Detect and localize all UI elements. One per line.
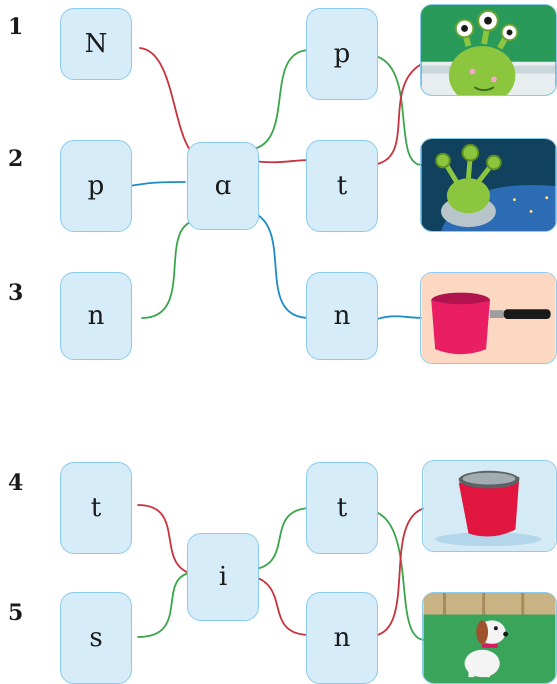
letter-tile-n-right[interactable]: n [306, 272, 378, 360]
line-p-to-picture2 [369, 54, 423, 166]
line-n-to-a [141, 219, 206, 319]
line-n-to-picture4 [369, 507, 426, 637]
row-number-5: 5 [8, 600, 24, 626]
line-t-to-picture1 [367, 64, 421, 166]
line-s-to-i [137, 571, 201, 638]
letter-tile-p-left[interactable]: p [60, 140, 132, 232]
line-i-to-t [244, 507, 311, 571]
letter-tile-n-left[interactable]: n [60, 272, 132, 360]
row-number-3: 3 [8, 280, 24, 306]
red-tin-can-icon [423, 461, 556, 551]
line-t-to-picture5 [369, 509, 426, 641]
alien-peeking-icon [421, 5, 556, 95]
letter-tile-t-right-2[interactable]: t [306, 462, 378, 554]
dog-sitting-icon [423, 593, 556, 683]
picture-dog-sitting[interactable] [422, 592, 557, 684]
row-number-1: 1 [8, 14, 24, 40]
row-number-2: 2 [8, 146, 24, 172]
letter-tile-n-right-2[interactable]: n [306, 592, 378, 684]
line-a-to-n [244, 209, 311, 319]
vowel-tile-i[interactable]: i [187, 533, 259, 621]
letter-tile-t-right[interactable]: t [306, 140, 378, 232]
pink-saucepan-icon [421, 273, 556, 363]
vowel-tile-a[interactable]: ɑ [187, 142, 259, 230]
picture-alien-in-spaceship[interactable] [420, 138, 557, 232]
line-t-to-i [137, 504, 201, 576]
letter-tile-N[interactable]: N [60, 8, 132, 80]
letter-tile-p-right[interactable]: p [306, 8, 378, 100]
letter-tile-t-left[interactable]: t [60, 462, 132, 554]
picture-alien-peeking[interactable] [420, 4, 557, 96]
letter-tile-s[interactable]: s [60, 592, 132, 684]
line-a-to-p [244, 49, 311, 151]
row-number-4: 4 [8, 470, 24, 496]
picture-red-tin-can[interactable] [422, 460, 557, 552]
picture-pink-saucepan[interactable] [420, 272, 557, 364]
alien-in-spaceship-icon [421, 139, 556, 231]
